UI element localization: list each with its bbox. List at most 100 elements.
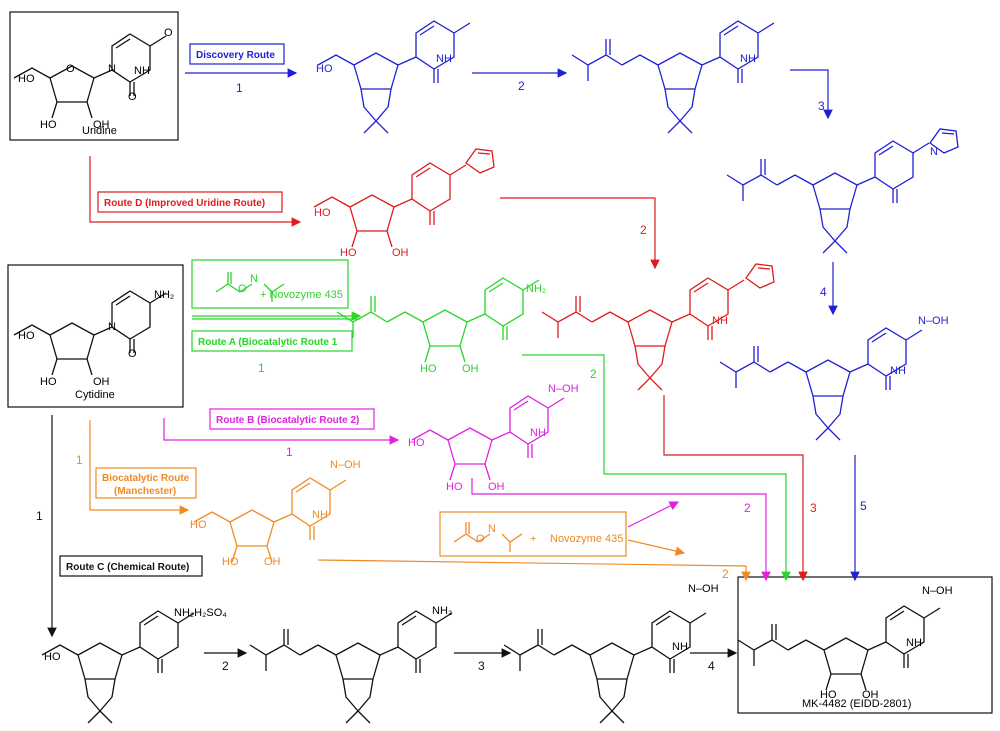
green-oh-3: OH [462,363,479,375]
route-c-label: Route C (Chemical Route) [66,562,189,573]
blue-acetonide-ho: HO [316,63,333,75]
black-step-3: 3 [478,659,485,673]
black-ester-structure [299,610,453,724]
blue-acetonide-structure [317,20,471,134]
red-triazole-ring [465,148,495,174]
blue-ester-structure [621,20,775,134]
orange-step-1: 1 [76,453,83,467]
route-a-box [191,330,353,352]
product-oh-2: HO [820,689,837,701]
product-nh: NH [906,637,922,649]
green-step-1: 1 [258,361,265,375]
black-ester-tail [249,628,301,672]
uridine-nh: NH [134,65,150,77]
red-diol-oh2: HO [340,247,357,259]
blue-triazole-structure [776,140,930,254]
route-a-o: O [238,283,247,295]
blue-oxime-nh: NH [890,365,906,377]
magenta-oh-3: OH [488,481,505,493]
uridine-o2: O [128,91,137,103]
manchester-reagent-box [439,511,627,557]
uridine-ring-o: O [66,63,75,75]
blue-oxime-structure [769,327,923,441]
orange-arrows [89,420,751,582]
route-a-novozyme: + Novozyme 435 [260,289,343,301]
blue-step-4: 4 [820,285,827,299]
blue-oxime-tail [719,345,771,389]
black-ester-nh2: NH₂ [432,605,452,617]
black-oxime-noh: N–OH [688,583,719,595]
uridine-ho: HO [18,73,35,85]
manchester-label-2: (Manchester) [114,486,176,497]
blue-oxime-noh: N–OH [918,315,949,327]
orange-oh-3: OH [264,556,281,568]
magenta-nh: NH [530,427,546,439]
black-acetonide-salt: NH₂H₂SO₄ [174,607,227,619]
black-acetonide-ho: HO [44,651,61,663]
black-arrows [47,415,738,658]
magenta-step-2: 2 [744,501,751,515]
product-tail [737,623,789,667]
magenta-oh-2: HO [446,481,463,493]
green-oh-2: HO [420,363,437,375]
black-step-2: 2 [222,659,229,673]
cytidine-label: Cytidine [75,389,115,401]
orange-oh-2: HO [222,556,239,568]
route-a-label: Route A (Biocatalytic Route 1 [198,337,338,348]
manchester-route-box [95,467,197,499]
cytidine-o2: O [128,348,137,360]
black-acetonide-structure [41,610,195,724]
uridine-label: Uridine [82,125,117,137]
red-triazole-diol-structure [313,162,467,248]
route-b-box [209,408,375,430]
blue-ester-nh: NH [740,53,756,65]
discovery-route-label: Discovery Route [196,50,275,61]
blue-step-3: 3 [818,99,825,113]
orange-noh: N–OH [330,459,361,471]
blue-ester-tail [571,38,623,82]
orange-ho: HO [190,519,207,531]
red-triazole-ester-tail [541,295,593,339]
red-triazole-ester-structure [591,277,745,391]
uridine-oh-2: HO [40,119,57,131]
red-arrows [89,156,808,582]
product-noh: N–OH [922,585,953,597]
product-oh-3: OH [862,689,879,701]
blue-step-1: 1 [236,81,243,95]
red-triazole-ester-ring [745,263,775,289]
manchester-plus: + [530,533,536,545]
route-c-box [59,555,203,577]
red-step-3: 3 [810,501,817,515]
blue-triazole-tail [726,158,778,202]
red-diol-oh3: OH [392,247,409,259]
route-b-label: Route B (Biocatalytic Route 2) [216,415,359,426]
product-box [737,576,993,714]
blue-step-5: 5 [860,499,867,513]
magenta-step-1: 1 [286,445,293,459]
cytidine-n: N [108,321,116,333]
uridine-n: N [108,63,116,75]
blue-acetonide-nh: NH [436,53,452,65]
route-d-box [97,191,283,213]
green-step-2: 2 [590,367,597,381]
magenta-arrows [163,418,771,582]
cytidine-structure [13,290,167,376]
cytidine-oh-2: HO [40,376,57,388]
manchester-label-1: Biocatalytic Route [102,473,190,484]
black-oxime-structure [553,610,707,724]
manchester-o: O [476,533,485,545]
magenta-ho: HO [408,437,425,449]
manchester-novozyme: Novozyme 435 [550,533,623,545]
cytidine-box [7,264,184,408]
product-label: MK-4482 (EIDD-2801) [802,698,911,710]
blue-arrows [185,68,860,582]
route-a-n: N [250,273,258,285]
orange-nh: NH [312,509,328,521]
red-triazole-ester-nh: NH [712,315,728,327]
cytidine-oh-3: OH [93,376,110,388]
manchester-n: N [488,523,496,535]
black-oxime-tail [503,628,555,672]
red-step-2: 2 [640,223,647,237]
uridine-box [9,11,179,141]
green-arrows [192,311,791,582]
